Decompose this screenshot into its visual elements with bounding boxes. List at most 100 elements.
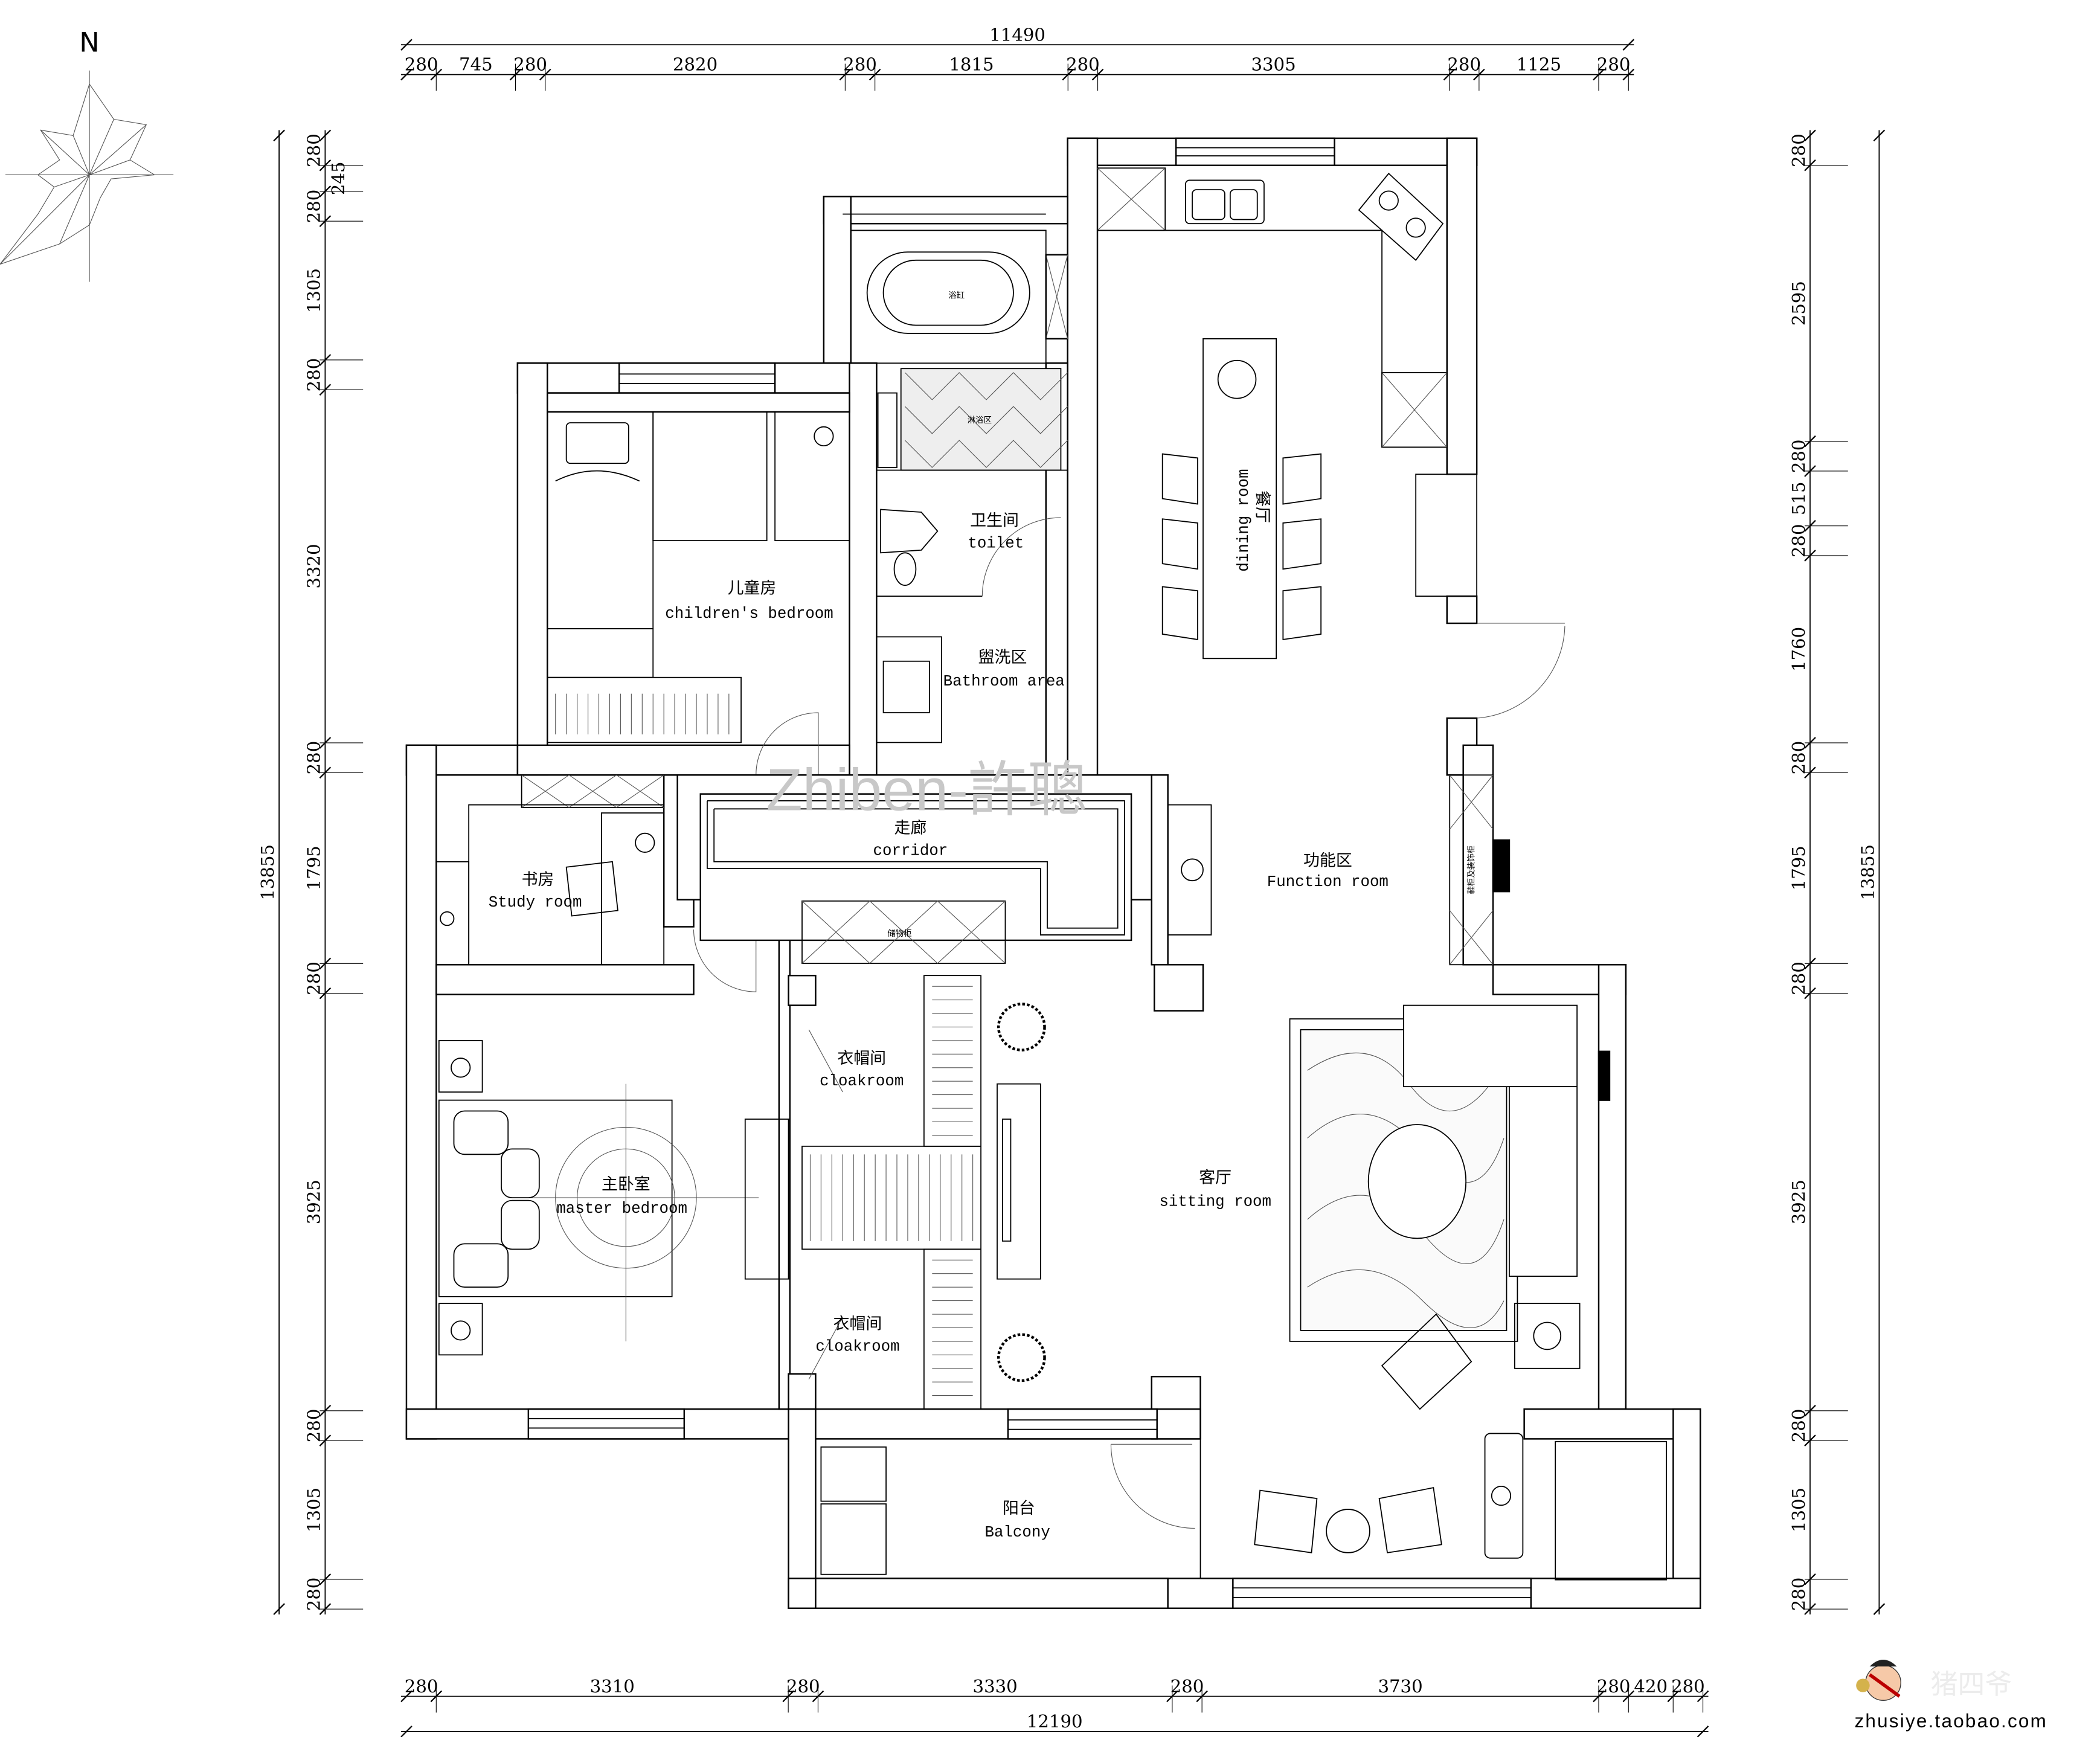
brand-url: zhusiye.taobao.com bbox=[1854, 1710, 2047, 1732]
cloakroom-2-label-en: cloakroom bbox=[815, 1338, 899, 1356]
dimension-tick bbox=[273, 129, 285, 142]
dimension-tick bbox=[400, 1690, 413, 1703]
dimension-value: 280 bbox=[303, 358, 324, 392]
function-label-en: Function room bbox=[1267, 873, 1389, 891]
dimension-tick bbox=[1697, 1726, 1709, 1737]
dimension-value: 1305 bbox=[303, 1488, 324, 1532]
tv-cabinet bbox=[997, 1083, 1041, 1280]
dimension-tick bbox=[319, 129, 332, 142]
dimension-value: 280 bbox=[303, 190, 324, 223]
dimension-value: 3730 bbox=[1378, 1676, 1422, 1697]
dimension-value: 280 bbox=[1788, 440, 1809, 474]
toilet-label-en: toilet bbox=[968, 535, 1024, 552]
dimension-value: 3310 bbox=[590, 1676, 635, 1697]
dimension-value: 280 bbox=[513, 54, 547, 75]
dimension-value: 1305 bbox=[303, 268, 324, 313]
dimension-value: 280 bbox=[1788, 1578, 1809, 1611]
dimension-value: 3305 bbox=[1251, 54, 1296, 75]
dimension-value: 2820 bbox=[673, 54, 718, 75]
plant-icon bbox=[997, 1003, 1046, 1052]
north-compass: N bbox=[0, 26, 174, 282]
armchair bbox=[1381, 1313, 1472, 1410]
dimension-value: 2595 bbox=[1788, 281, 1809, 326]
bathroom-area-label-en: Bathroom area bbox=[943, 673, 1065, 690]
corridor-label-cn: 走廊 bbox=[894, 819, 927, 838]
entry-door-swing bbox=[1477, 623, 1565, 719]
dimension-value: 280 bbox=[1788, 962, 1809, 995]
bathtub-icon bbox=[866, 251, 1030, 334]
study-door-swing bbox=[693, 929, 757, 992]
dimension-value: 1305 bbox=[1788, 1488, 1809, 1532]
dimension-value: 280 bbox=[303, 741, 324, 775]
dimension-value: 1125 bbox=[1517, 54, 1561, 75]
storage-cabinet bbox=[801, 900, 1006, 964]
washbasin-icon bbox=[882, 660, 930, 713]
master-bed bbox=[438, 1099, 673, 1297]
dimension-tick bbox=[400, 68, 413, 81]
dimension-value: 280 bbox=[1671, 1676, 1705, 1697]
dimension-value: 1815 bbox=[949, 54, 994, 75]
dimension-tick bbox=[400, 1726, 413, 1737]
gas-stove-icon bbox=[1358, 172, 1444, 262]
dining-label-en: dining room bbox=[1235, 469, 1253, 571]
island-sink-icon bbox=[1217, 359, 1257, 399]
dining-label-cn: 餐厅 bbox=[1253, 490, 1272, 523]
brand-logo: 猪四爷 zhusiye.taobao.com bbox=[1854, 1660, 2047, 1732]
cloakroom-1-label-en: cloakroom bbox=[820, 1073, 904, 1090]
dimension-value: 245 bbox=[328, 161, 348, 195]
dimension-value: 3925 bbox=[303, 1180, 324, 1224]
master-tv-cabinet bbox=[744, 1119, 789, 1280]
bathroom-area-label-cn: 盥洗区 bbox=[978, 648, 1027, 667]
function-cabinet bbox=[1167, 804, 1212, 936]
dimension-value: 3330 bbox=[973, 1676, 1018, 1697]
dimension-value: 280 bbox=[1597, 1676, 1631, 1697]
shower-area bbox=[900, 368, 1062, 471]
bathtub-label: 浴缸 bbox=[948, 291, 965, 301]
sofa bbox=[1509, 1086, 1578, 1277]
north-label: N bbox=[79, 26, 100, 58]
balcony-door-swing bbox=[1110, 1443, 1195, 1529]
cloak-rail bbox=[801, 1145, 981, 1250]
balcony-daybed bbox=[1555, 1440, 1668, 1581]
dimension-value: 280 bbox=[1447, 54, 1481, 75]
children-wardrobe bbox=[547, 676, 742, 743]
dimension-value: 280 bbox=[1788, 524, 1809, 558]
corridor-label-en: corridor bbox=[873, 843, 948, 860]
dimension-value: 280 bbox=[1788, 741, 1809, 775]
dimension-value: 280 bbox=[405, 1676, 438, 1697]
dimension-value: 280 bbox=[1788, 1409, 1809, 1443]
logo-text: 猪四爷 bbox=[1931, 1668, 2012, 1700]
study-chair bbox=[565, 861, 618, 917]
toilet-icon bbox=[880, 509, 939, 554]
balcony-chair bbox=[1254, 1489, 1318, 1553]
dining-chairs bbox=[1161, 453, 1322, 640]
master-label-cn: 主卧室 bbox=[602, 1175, 650, 1194]
shoe-cabinet bbox=[1449, 774, 1494, 966]
dining-table bbox=[1203, 338, 1277, 660]
dimension-tick bbox=[1873, 1603, 1886, 1615]
dimension-value: 3925 bbox=[1788, 1180, 1809, 1224]
dimension-value: 280 bbox=[1788, 133, 1809, 167]
sofa-back bbox=[1403, 1004, 1578, 1088]
washing-machine bbox=[820, 1446, 887, 1502]
dimension-tick bbox=[1873, 129, 1886, 142]
watermark: Zhiben-許聰 bbox=[766, 757, 1087, 823]
dimension-tick bbox=[1804, 129, 1816, 142]
storage-label: 储物柜 bbox=[887, 929, 911, 939]
dimension-value: 280 bbox=[405, 54, 438, 75]
dimension-value: 1760 bbox=[1788, 627, 1809, 672]
children-bedroom-label-en: children's bedroom bbox=[665, 605, 833, 623]
room-labels: 儿童房 children's bedroom 卫生间 toilet 盥洗区 Ba… bbox=[489, 291, 1477, 1541]
dimension-value: 280 bbox=[1066, 54, 1100, 75]
dimension-total: 13855 bbox=[257, 844, 278, 901]
balcony-chair bbox=[1378, 1487, 1442, 1553]
dimension-value: 280 bbox=[843, 54, 877, 75]
plant-icon bbox=[997, 1333, 1046, 1382]
dimension-value: 280 bbox=[1597, 54, 1631, 75]
study-label-en: Study room bbox=[489, 894, 582, 911]
dimension-value: 280 bbox=[303, 1409, 324, 1443]
kitchen-sink-icon bbox=[1184, 179, 1265, 225]
walls bbox=[405, 137, 1701, 1610]
